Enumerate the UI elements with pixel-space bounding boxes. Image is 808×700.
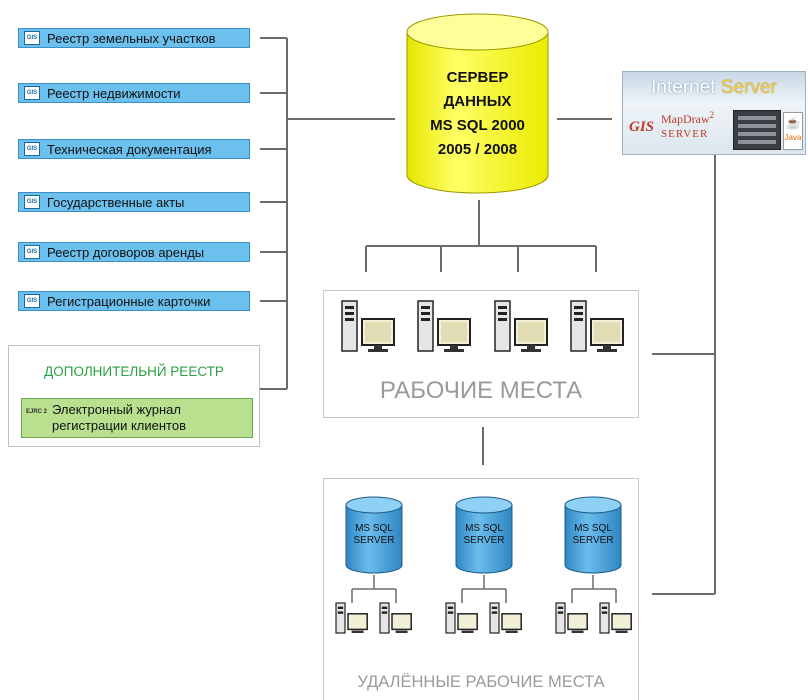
gis-icon: GIS	[24, 294, 40, 308]
server-line2: ДАННЫХ	[443, 93, 512, 110]
journal-line2: регистрации клиентов	[52, 418, 186, 433]
server-rack-icon	[733, 110, 781, 150]
registry-item-land[interactable]: GIS Реестр земельных участков	[18, 28, 250, 48]
registry-label: Реестр земельных участков	[47, 30, 216, 46]
remote-sql-label-1: MS SQL SERVER	[344, 523, 404, 547]
database-cylinder-icon	[406, 13, 549, 194]
workplaces-label: РАБОЧИЕ МЕСТА	[379, 377, 583, 404]
server-line3: MS SQL 2000	[430, 117, 525, 134]
workstation-icon	[417, 300, 471, 352]
gis-icon: GIS	[24, 245, 40, 259]
db-cylinder-icon	[455, 496, 513, 574]
remote-workplaces-label: УДАЛЁННЫЕ РАБОЧИЕ МЕСТА	[357, 673, 605, 691]
main-db-server: СЕРВЕР ДАННЫХ MS SQL 2000 2005 / 2008	[405, 10, 550, 195]
sql-line1: MS SQL	[465, 523, 503, 534]
registry-item-tech-docs[interactable]: GIS Техническая документация	[18, 139, 250, 159]
sql-line2: SERVER	[572, 535, 614, 546]
workstation-icons	[341, 300, 624, 352]
gis-icon: GIS	[24, 31, 40, 45]
gis-icon: GIS	[24, 195, 40, 209]
registry-label: Реестр договоров аренды	[47, 244, 205, 260]
remote-sql-label-2: MS SQL SERVER	[454, 523, 514, 547]
journal-item[interactable]: EJRC 2 Электронный журнал регистрации кл…	[21, 398, 253, 438]
sql-line2: SERVER	[463, 535, 505, 546]
workstation-icon	[494, 300, 548, 352]
registry-label: Реестр недвижимости	[47, 85, 181, 101]
registry-item-cards[interactable]: GIS Регистрационные карточки	[18, 291, 250, 311]
workstation-icon	[379, 602, 412, 634]
sql-line2: SERVER	[353, 535, 395, 546]
java-label: Java	[784, 133, 802, 142]
internet-server-title: Internet Server	[623, 77, 805, 99]
mapdraw-logo: MapDraw2	[661, 110, 714, 127]
journal-line1: Электронный журнал	[52, 402, 181, 417]
registry-label: Государственные акты	[47, 194, 185, 210]
remote-diagram	[335, 496, 632, 634]
workstation-icon	[570, 300, 624, 352]
gis-icon: GIS	[24, 142, 40, 156]
workstation-icon	[599, 602, 632, 634]
mapdraw-server-text: SERVER	[661, 128, 709, 140]
registry-item-realty[interactable]: GIS Реестр недвижимости	[18, 83, 250, 103]
workstation-icon	[555, 602, 588, 634]
java-icon: ☕ Java	[783, 112, 803, 150]
extra-registry-title: ДОПОЛНИТЕЛЬНЙ РЕЕСТР	[44, 364, 224, 379]
extra-registry-box: ДОПОЛНИТЕЛЬНЙ РЕЕСТР EJRC 2 Электронный …	[8, 345, 260, 447]
remote-sql-label-3: MS SQL SERVER	[563, 523, 623, 547]
internet-word: Internet	[651, 77, 716, 98]
server-text: СЕРВЕР ДАННЫХ MS SQL 2000 2005 / 2008	[405, 66, 550, 162]
workstation-icon	[489, 602, 522, 634]
sql-line1: MS SQL	[355, 523, 393, 534]
internet-server-banner: Internet Server GIS MapDraw2 SERVER ☕ Ja…	[622, 71, 806, 155]
remote-workplaces-group: MS SQL SERVER MS SQL SERVER MS SQL SERVE…	[323, 478, 639, 700]
workplaces-group: РАБОЧИЕ МЕСТА	[323, 290, 639, 418]
sql-line1: MS SQL	[574, 523, 612, 534]
server-line4: 2005 / 2008	[437, 141, 518, 158]
mapdraw-text: MapDraw	[661, 112, 710, 126]
server-word: Server	[720, 77, 777, 98]
registry-label: Регистрационные карточки	[47, 293, 211, 309]
registry-label: Техническая документация	[47, 141, 212, 157]
db-cylinder-icon	[345, 496, 403, 574]
gis-icon: GIS	[24, 86, 40, 100]
registry-item-leases[interactable]: GIS Реестр договоров аренды	[18, 242, 250, 262]
server-line1: СЕРВЕР	[446, 69, 509, 86]
registry-item-state-acts[interactable]: GIS Государственные акты	[18, 192, 250, 212]
journal-text: Электронный журнал регистрации клиентов	[52, 402, 186, 434]
mapdraw-sup: 2	[709, 110, 715, 120]
workstation-icon	[335, 602, 368, 634]
db-cylinder-icon	[564, 496, 622, 574]
gis-logo: GIS	[629, 119, 655, 135]
workstation-icon	[445, 602, 478, 634]
workstation-icon	[341, 300, 395, 352]
journal-icon: EJRC 2	[26, 409, 48, 415]
